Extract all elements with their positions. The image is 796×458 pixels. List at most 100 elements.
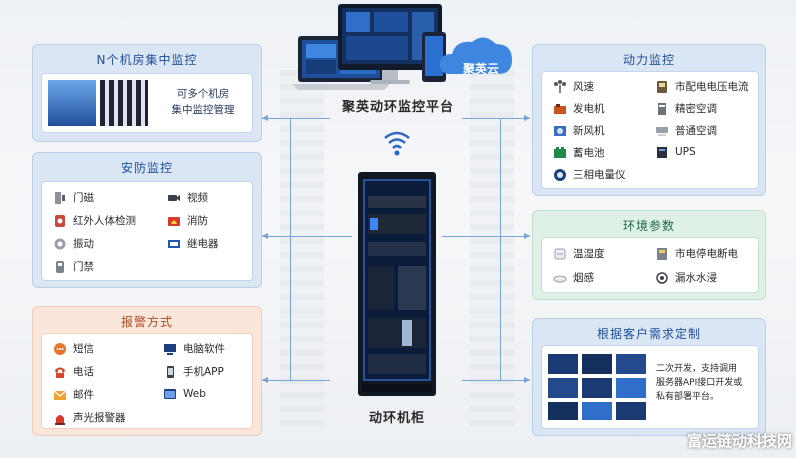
panel-title: 动力监控 <box>622 53 675 67</box>
web-icon <box>162 387 177 401</box>
arrowhead <box>262 233 268 239</box>
generator-icon <box>552 102 567 116</box>
connector-line <box>462 118 500 119</box>
power-outage-icon <box>654 247 669 261</box>
mobile-app-icon <box>162 365 177 379</box>
list-item: 短信 <box>52 341 94 356</box>
connector-line <box>500 380 530 381</box>
sms-icon <box>52 342 67 356</box>
list-item: 温湿度 <box>552 246 605 261</box>
smoke-icon <box>552 271 567 285</box>
list-item: 视频 <box>166 190 208 205</box>
battery-icon <box>552 146 567 160</box>
server-room-image <box>48 80 96 126</box>
precision-ac-icon <box>654 102 669 116</box>
list-item: 门磁 <box>52 190 94 205</box>
platform-devices-illustration <box>292 4 512 90</box>
siren-icon <box>52 411 67 425</box>
arrowhead <box>524 115 530 121</box>
background-rack <box>280 70 324 430</box>
list-item: 漏水水浸 <box>654 270 717 285</box>
arrowhead <box>262 115 268 121</box>
list-item: 普通空调 <box>654 123 717 138</box>
computer-icon <box>162 342 177 356</box>
panel-title: N个机房集中监控 <box>96 53 198 67</box>
panel-desc: 私有部署平台。 <box>656 392 720 402</box>
panel-body: 二次开发，支持调用 服务器API接口开发或 私有部署平台。 <box>541 345 759 429</box>
list-item: 三相电量仪 <box>552 167 626 182</box>
list-item: 发电机 <box>552 101 605 116</box>
list-item: 电话 <box>52 364 94 379</box>
panel-body: 可多个机房 集中监控管理 <box>41 73 253 133</box>
panel-body: 门磁 视频 红外人体检测 消防 振动 继电器 门禁 <box>41 181 253 281</box>
list-item: 精密空调 <box>654 101 717 116</box>
camera-icon <box>166 191 181 205</box>
list-item: 市电停电断电 <box>654 246 738 261</box>
connector-line <box>290 118 330 119</box>
connector-line <box>462 380 500 381</box>
connector-line <box>262 380 290 381</box>
panel-environment: 环境参数 温湿度 市电停电断电 烟感 漏水水浸 <box>532 210 766 300</box>
panel-title: 报警方式 <box>120 315 173 329</box>
list-item: Web <box>162 387 206 401</box>
panel-security: 安防监控 门磁 视频 红外人体检测 消防 振动 继电器 门禁 <box>32 152 262 288</box>
list-item: 手机APP <box>162 364 224 379</box>
connector-line <box>262 118 290 119</box>
background-rack <box>470 70 514 430</box>
infrared-icon <box>52 214 67 228</box>
panel-desc: 可多个机房 <box>176 88 230 100</box>
panel-body: 风速 市配电电压电流 发电机 精密空调 新风机 普通空调 蓄电池 UPS 三相电… <box>541 71 759 189</box>
server-room-image <box>100 80 148 126</box>
cabinet-illustration <box>358 172 436 396</box>
wifi-icon <box>384 131 410 156</box>
list-item: 振动 <box>52 236 94 251</box>
ups-icon <box>654 145 669 159</box>
list-item: 风速 <box>552 79 594 94</box>
list-item: 消防 <box>166 213 208 228</box>
temp-humidity-icon <box>552 247 567 261</box>
connector-line <box>290 236 352 237</box>
panel-body: 温湿度 市电停电断电 烟感 漏水水浸 <box>541 237 759 293</box>
panel-body: 短信 电脑软件 电话 手机APP 邮件 Web 声光报警器 <box>41 333 253 429</box>
phone-icon <box>52 365 67 379</box>
connector-line <box>290 118 291 380</box>
relay-icon <box>166 237 181 251</box>
ac-icon <box>654 124 669 138</box>
arrowhead <box>524 377 530 383</box>
list-item: 声光报警器 <box>52 410 126 425</box>
connector-line <box>500 236 530 237</box>
platform-title: 聚英动环监控平台 <box>341 100 454 115</box>
panel-title: 根据客户需求定制 <box>596 327 701 341</box>
list-item: UPS <box>654 145 696 159</box>
panel-desc: 二次开发，支持调用 <box>656 364 738 374</box>
list-item: 烟感 <box>552 270 594 285</box>
list-item: 红外人体检测 <box>52 213 136 228</box>
list-item: 电脑软件 <box>162 341 225 356</box>
list-item: 蓄电池 <box>552 145 605 160</box>
power-meter-icon <box>654 80 669 94</box>
list-item: 新风机 <box>552 123 605 138</box>
connector-line <box>500 118 501 380</box>
panel-n-rooms: N个机房集中监控 可多个机房 集中监控管理 <box>32 44 262 142</box>
arrowhead <box>524 233 530 239</box>
list-item: 门禁 <box>52 259 94 274</box>
panel-title: 环境参数 <box>622 219 675 233</box>
list-item: 邮件 <box>52 387 94 402</box>
panel-desc: 服务器API接口开发或 <box>656 378 743 388</box>
dashboard-screens-illustration <box>548 354 646 420</box>
connector-line <box>500 118 530 119</box>
connector-line <box>442 236 500 237</box>
mail-icon <box>52 388 67 402</box>
door-magnet-icon <box>52 191 67 205</box>
cabinet-label: 动环机柜 <box>368 411 425 426</box>
connector-line <box>290 380 330 381</box>
arrowhead <box>262 377 268 383</box>
vibration-icon <box>52 237 67 251</box>
cloud-label: 聚英云 <box>462 62 499 76</box>
list-item: 继电器 <box>166 236 219 251</box>
panel-power: 动力监控 风速 市配电电压电流 发电机 精密空调 新风机 普通空调 蓄电池 UP… <box>532 44 766 196</box>
three-phase-meter-icon <box>552 168 567 182</box>
fresh-air-icon <box>552 124 567 138</box>
connector-line <box>262 236 290 237</box>
water-leak-icon <box>654 271 669 285</box>
